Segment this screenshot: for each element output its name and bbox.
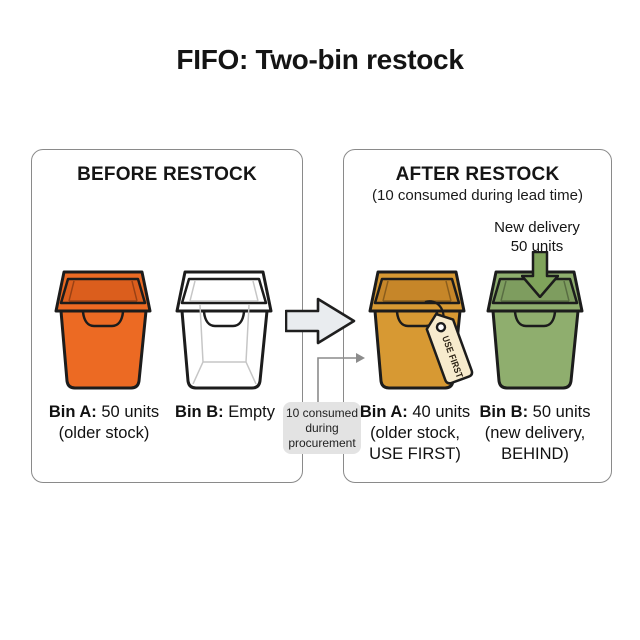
- after-heading: AFTER RESTOCK: [395, 164, 560, 185]
- bin-b-after-line1: Bin B: 50 units: [465, 402, 605, 423]
- bin-a-after-icon: [368, 270, 466, 390]
- flow-arrow-icon: [285, 297, 356, 345]
- bin-a-after-label: Bin A: 40 units (older stock, USE FIRST): [345, 402, 485, 465]
- bin-b-after-prefix: Bin B:: [479, 403, 529, 421]
- before-heading: BEFORE RESTOCK: [77, 164, 257, 185]
- bin-a-before-subline: (older stock): [58, 424, 150, 442]
- bin-b-after-label: Bin B: 50 units (new delivery, BEHIND): [465, 402, 605, 465]
- bin-b-before-prefix: Bin B:: [175, 403, 224, 421]
- note-connector: [317, 353, 365, 406]
- tag-hole: [435, 321, 447, 333]
- bin-a-after-subline1: (older stock,: [370, 424, 460, 442]
- bin-a-before-icon: [54, 270, 152, 390]
- bin-a-before-label: Bin A: 50 units (older stock): [34, 402, 174, 444]
- bin-b-before-rest: Empty: [223, 403, 275, 421]
- bin-b-before-line1: Bin B: Empty: [155, 402, 295, 423]
- delivery-arrow-icon: [521, 251, 559, 298]
- bin-b-before-label: Bin B: Empty: [155, 402, 295, 423]
- note-line1: 10 consumed: [285, 406, 359, 420]
- bin-a-before-line1: Bin A: 50 units: [34, 402, 174, 423]
- bin-b-after-subline1: (new delivery,: [484, 424, 586, 442]
- note-line2: during: [305, 421, 339, 435]
- bin-a-after-rest: 40 units: [407, 403, 471, 421]
- bin-b-before-icon: [175, 270, 273, 390]
- bin-b-after-rest: 50 units: [528, 403, 591, 421]
- use-first-tag: USE FIRST: [424, 300, 474, 385]
- new-delivery-note: New delivery 50 units: [467, 218, 607, 256]
- after-subheading: (10 consumed during lead time): [372, 187, 583, 204]
- bin-a-after-prefix: Bin A:: [359, 403, 408, 421]
- page-title: FIFO: Two-bin restock: [176, 44, 464, 75]
- note-box: 10 consumed during procurement: [283, 402, 361, 454]
- new-delivery-line1: New delivery: [494, 219, 580, 236]
- connector-arrowhead-icon: [356, 353, 365, 363]
- bin-a-after-subline2: USE FIRST): [369, 445, 461, 463]
- bin-a-before-prefix: Bin A:: [48, 403, 97, 421]
- note-line3: procurement: [288, 436, 356, 450]
- bin-a-after-line1: Bin A: 40 units: [345, 402, 485, 423]
- bin-b-after-subline2: BEHIND): [501, 445, 569, 463]
- new-delivery-line2: 50 units: [510, 238, 564, 255]
- bin-a-before-rest: 50 units: [96, 403, 160, 421]
